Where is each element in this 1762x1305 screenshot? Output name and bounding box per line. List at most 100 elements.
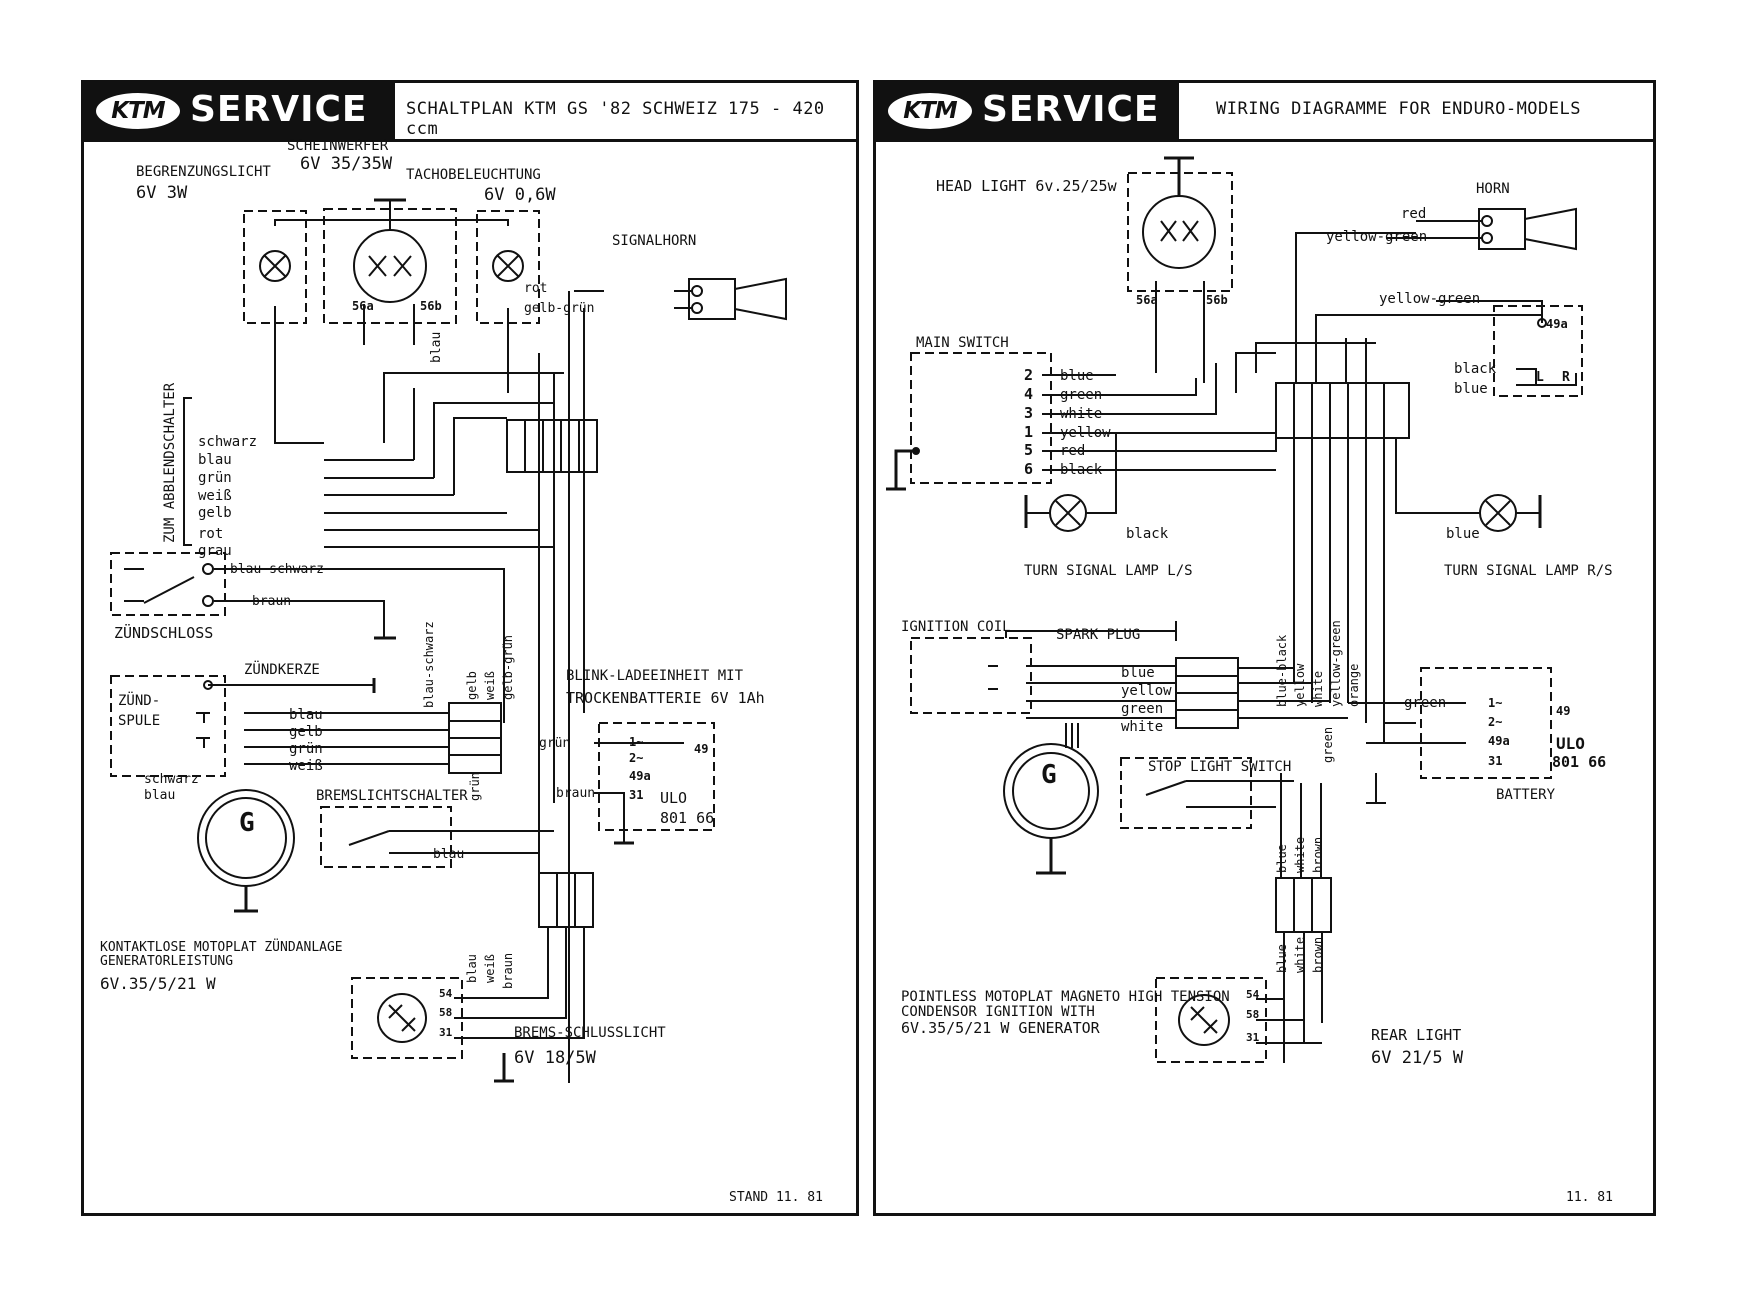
ulo-wire-green: green xyxy=(1404,695,1446,711)
switch-row-6: 6 xyxy=(1024,460,1033,478)
ulo-t49: 49 xyxy=(694,742,708,756)
bremsschluss-label: BREMS-SCHLUSSLICHT xyxy=(514,1025,666,1041)
bremslichtschalter-label: BREMSLICHTSCHALTER xyxy=(316,788,468,804)
r-ulo-t31: 31 xyxy=(1488,754,1502,768)
ignition-coil-label: IGNITION COIL xyxy=(901,619,1011,635)
r-motoplat-label-3: 6V.35/5/21 W GENERATOR xyxy=(901,1019,1101,1037)
spule-wire-blau: blau xyxy=(289,707,323,723)
wire-grau: grau xyxy=(198,543,232,559)
wire-blau-vertical: blau xyxy=(429,332,444,363)
right-title: WIRING DIAGRAMME FOR ENDURO-MODELS xyxy=(1216,99,1581,119)
ulo-t49a: 49a xyxy=(629,769,651,783)
tail-t58: 58 xyxy=(439,1006,452,1019)
r-ulo-t1: 1~ xyxy=(1488,696,1502,710)
right-date: 11. 81 xyxy=(1566,1190,1613,1205)
battery-label: BATTERY xyxy=(1496,787,1556,803)
left-panel: KTM SERVICE SCHALTPLAN KTM GS '82 SCHWEI… xyxy=(81,80,859,1216)
harness-orange: orange xyxy=(1347,664,1361,707)
right-service-text: SERVICE xyxy=(982,89,1160,130)
turn-ls-wire-black: black xyxy=(1126,526,1169,542)
tail-t31: 31 xyxy=(439,1026,453,1039)
generator-g: G xyxy=(239,808,255,838)
r-t49a: 49a xyxy=(1546,317,1568,331)
r-wire-red: red xyxy=(1401,206,1426,222)
bremsschluss-rating: 6V 18/5W xyxy=(514,1048,597,1068)
switch-wire-white: white xyxy=(1060,406,1102,422)
rear-light-rating: 6V 21/5 W xyxy=(1371,1048,1464,1068)
stand-date: STAND 11. 81 xyxy=(729,1190,823,1205)
ulo-label-2: 801 66 xyxy=(660,809,714,827)
tail-wire-braun: braun xyxy=(501,953,515,989)
motoplat-label-1: KONTAKTLOSE MOTOPLAT ZÜNDANLAGE xyxy=(100,938,343,955)
motoplat-label-2: GENERATORLEISTUNG xyxy=(100,954,233,969)
r-motoplat-label-2: CONDENSOR IGNITION WITH xyxy=(901,1004,1095,1020)
r-tail-t54: 54 xyxy=(1246,988,1260,1001)
r-generator-g: G xyxy=(1041,760,1057,790)
switch-wire-yellow: yellow xyxy=(1060,425,1111,441)
tail-wire-blau: blau xyxy=(465,954,479,983)
r-tail-t58: 58 xyxy=(1246,1008,1259,1021)
wire-weiss-vertical: weiß xyxy=(483,671,497,700)
zuendschloss-label: ZÜNDSCHLOSS xyxy=(114,623,213,642)
r-ulo-label-2: 801 66 xyxy=(1552,753,1606,771)
wire-weiss: weiß xyxy=(198,488,232,504)
tacho-rating: 6V 0,6W xyxy=(484,185,556,205)
r-ulo-t49a: 49a xyxy=(1488,734,1510,748)
harness-blue-black: blue-black xyxy=(1275,634,1289,707)
horn-label: HORN xyxy=(1476,181,1510,197)
wire-gelb-gruen: gelb-grün xyxy=(524,301,594,316)
turn-rs-wire-blue: blue xyxy=(1446,526,1480,542)
r-tail-t31: 31 xyxy=(1246,1031,1260,1044)
rear-light-label: REAR LIGHT xyxy=(1371,1026,1461,1044)
ulo-wire-braun: braun xyxy=(556,786,595,801)
tail-t54: 54 xyxy=(439,987,453,1000)
spule-wire-gelb: gelb xyxy=(289,724,323,740)
rear-blue-lower: blue xyxy=(1275,944,1289,973)
harness-yellow: yellow xyxy=(1293,663,1307,707)
main-switch-label: MAIN SWITCH xyxy=(916,335,1009,351)
coil-wire-yellow: yellow xyxy=(1121,683,1172,699)
bremslicht-wire-blau: blau xyxy=(433,847,464,862)
r-ulo-t2: 2~ xyxy=(1488,715,1502,729)
coil-wire-blue: blue xyxy=(1121,665,1155,681)
r-terminal-56b: 56b xyxy=(1206,293,1228,307)
left-labels: SCHEINWERFER 6V 35/35W BEGRENZUNGSLICHT … xyxy=(100,138,823,1205)
zuendspule-label-2: SPULE xyxy=(118,713,160,729)
r-wire-blue-switch: blue xyxy=(1454,381,1488,397)
gen-wire-blau: blau xyxy=(144,788,175,803)
right-wiring-diagram xyxy=(886,156,1583,1063)
spule-wire-weiss: weiß xyxy=(289,758,323,774)
right-header: KTM SERVICE WIRING DIAGRAMME FOR ENDURO-… xyxy=(876,83,1653,142)
switch-row-5: 5 xyxy=(1024,441,1033,459)
blink-label-1: BLINK-LADEEINHEIT MIT xyxy=(566,668,744,684)
r-t-l: L xyxy=(1536,370,1544,385)
r-motoplat-label-1: POINTLESS MOTOPLAT MAGNETO HIGH TENSION xyxy=(901,989,1230,1005)
motoplat-label-3: 6V.35/5/21 W xyxy=(100,974,216,993)
switch-row-2: 2 xyxy=(1024,366,1033,384)
rear-brown-upper: brown xyxy=(1311,837,1325,873)
ktm-logo-left: KTM xyxy=(96,93,180,129)
head-light-label: HEAD LIGHT 6v.25/25w xyxy=(936,177,1118,195)
rear-white-lower: white xyxy=(1293,937,1307,973)
turn-ls-label: TURN SIGNAL LAMP L/S xyxy=(1024,563,1193,579)
switch-wire-green: green xyxy=(1060,387,1102,403)
wire-blau-schwarz: blau-schwarz xyxy=(230,562,324,577)
r-terminal-56a: 56a xyxy=(1136,293,1158,307)
blink-label-2: TROCKENBATTERIE 6V 1Ah xyxy=(566,689,765,707)
ulo-t2: 2~ xyxy=(629,751,643,765)
wire-rot-switch: rot xyxy=(198,526,223,542)
ulo-t1: 1~ xyxy=(629,735,643,749)
wire-rot: rot xyxy=(524,281,547,296)
right-labels: HEAD LIGHT 6v.25/25w 56a 56b HORN red ye… xyxy=(901,177,1613,1205)
turn-rs-label: TURN SIGNAL LAMP R/S xyxy=(1444,563,1613,579)
wire-blau: blau xyxy=(198,452,232,468)
left-wiring-diagram xyxy=(110,198,787,1083)
rear-white-upper: white xyxy=(1293,837,1307,873)
scheinwerfer-rating: 6V 35/35W xyxy=(300,154,393,174)
ulo-wire-green-vertical: green xyxy=(1321,727,1335,763)
begrenzungslicht-label: BEGRENZUNGSLICHT xyxy=(136,164,271,180)
switch-wire-blue: blue xyxy=(1060,368,1094,384)
r-ulo-t49: 49 xyxy=(1556,704,1570,718)
switch-row-4: 4 xyxy=(1024,385,1033,403)
